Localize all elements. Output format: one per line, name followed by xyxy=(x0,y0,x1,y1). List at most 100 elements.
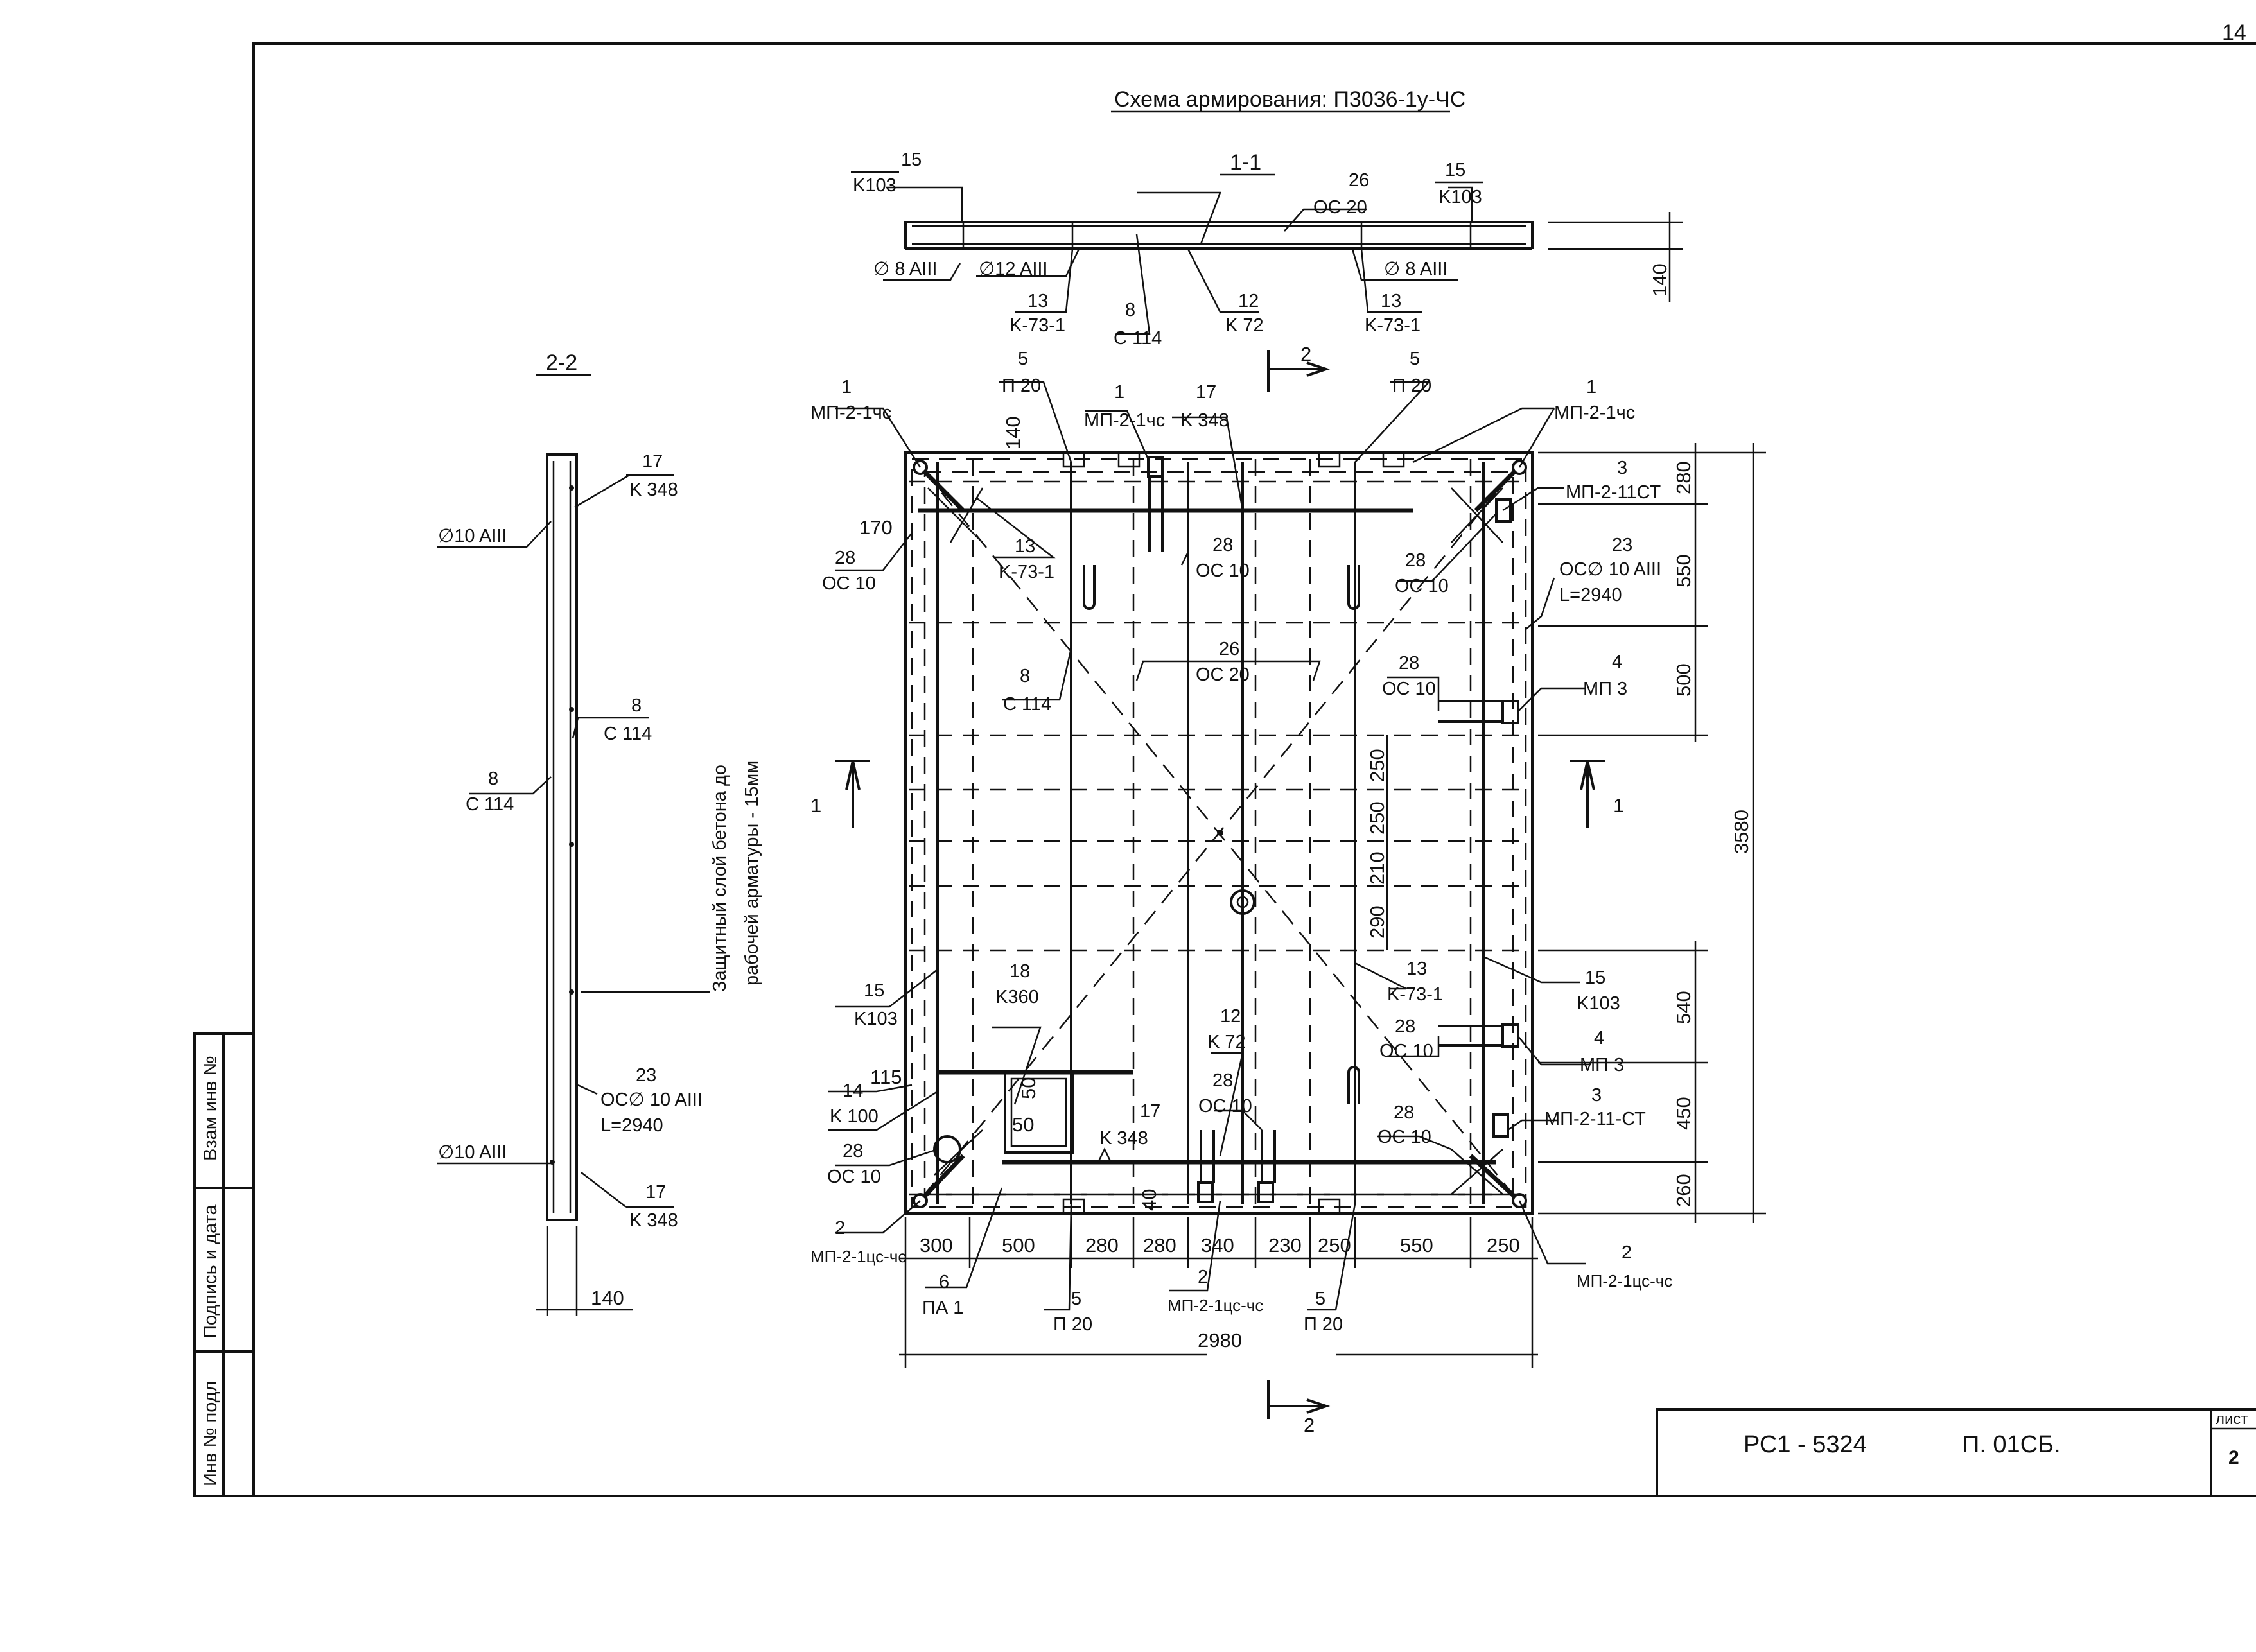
plan-dim-bottom-6: 250 xyxy=(1318,1234,1351,1256)
c-k103-l-name: K103 xyxy=(854,1009,898,1029)
c-mp211st-t-name: МП-2-11СТ xyxy=(1566,482,1661,503)
s22-note-line1: Защитный слой бетона до xyxy=(710,765,730,992)
plan-dim-bottom-4: 340 xyxy=(1201,1234,1234,1256)
plan-dim-bottom-1: 500 xyxy=(1002,1234,1035,1256)
c-k360-name: K360 xyxy=(995,987,1039,1007)
section-1-1-label: 1-1 xyxy=(1230,150,1261,175)
stamp-podpis: Подпись и дата xyxy=(200,1204,221,1339)
s22-c114-right-pos: 8 xyxy=(631,695,642,716)
s11-d12: ∅12 AIII xyxy=(979,259,1048,279)
c-k103-r-name: K103 xyxy=(1577,993,1620,1014)
c-oc10-r2-pos: 28 xyxy=(1399,653,1419,674)
c-mp211st-b-name: МП-2-11-СТ xyxy=(1544,1109,1646,1129)
c-p20-bl-name: П 20 xyxy=(1053,1314,1092,1335)
s11-k731-right-name: K-73-1 xyxy=(1365,315,1421,336)
c-oc10-r4-name: OC 10 xyxy=(1377,1127,1431,1147)
section-2-2-slab xyxy=(546,453,578,1221)
s11-oc20-name: OC 20 xyxy=(1313,197,1367,218)
s22-width: 140 xyxy=(591,1287,624,1309)
doc-sheet-code: П. 01СБ. xyxy=(1962,1431,2061,1458)
s11-d8-right: ∅ 8 AIII xyxy=(1384,259,1447,279)
s22-c114-left-pos: 8 xyxy=(488,769,498,789)
c-p20-tr-pos: 5 xyxy=(1410,349,1420,369)
stamp-inv-podl: Инв № подл xyxy=(200,1380,221,1486)
c-oc23-pos: 23 xyxy=(1612,535,1632,555)
c-oc10-l1-name: OC 10 xyxy=(822,573,876,594)
plan-dim-inner-0: 250 xyxy=(1366,749,1388,782)
c-dim-50b: 50 xyxy=(1012,1113,1034,1136)
c-mp211st-t-pos: 3 xyxy=(1617,458,1627,478)
c-k348-t-pos: 17 xyxy=(1196,382,1216,403)
c-mp21chs-t-name: МП-2-1чс xyxy=(1084,410,1165,431)
s11-k103-right-name: K103 xyxy=(1438,187,1482,207)
c-dim-170: 170 xyxy=(859,516,893,539)
c-oc10-r1-pos: 28 xyxy=(1405,550,1426,571)
list-label: лист xyxy=(2216,1411,2248,1428)
c-mp21chs-tr-pos: 1 xyxy=(1586,377,1596,397)
c-mp3-t-name: МП 3 xyxy=(1583,679,1627,699)
section-2-2: 2-2 140 17 K 348 ∅10 AIII 8 C 114 8 C 11… xyxy=(437,351,762,1316)
c-oc10-c1-name: OC 10 xyxy=(1196,561,1250,581)
s22-oc23-name: OC∅ 10 AIII xyxy=(600,1090,703,1110)
s11-k103-left-name: K103 xyxy=(853,175,896,196)
s22-k348-bottom-pos: 17 xyxy=(645,1182,666,1203)
plan-dim-bottom-8: 250 xyxy=(1487,1234,1520,1256)
c-k103-l-pos: 15 xyxy=(864,980,884,1001)
c-mp211st-b-pos: 3 xyxy=(1591,1085,1602,1106)
plan-cut-1-left: 1 xyxy=(810,794,821,817)
section-2-2-label: 2-2 xyxy=(546,351,577,375)
c-k360-pos: 18 xyxy=(1010,961,1030,982)
c-mp21chs-tr-name: МП-2-1чс xyxy=(1554,403,1635,423)
plan-dim-inner-2: 210 xyxy=(1366,851,1388,885)
c-k348-b-name: K 348 xyxy=(1099,1128,1148,1149)
s11-thickness: 140 xyxy=(1648,263,1671,297)
c-pa1-pos: 6 xyxy=(939,1272,949,1292)
c-mp3-b-name: МП 3 xyxy=(1580,1055,1624,1075)
c-oc10-r1-name: OC 10 xyxy=(1395,576,1449,596)
drawing-title: Схема армирования: П3036-1у-ЧС xyxy=(1114,87,1465,112)
s22-oc23-pos: 23 xyxy=(636,1065,656,1086)
c-dim-40: 40 xyxy=(1138,1189,1160,1211)
c-oc10-r3-pos: 28 xyxy=(1395,1016,1415,1037)
c-p20-tl-pos: 5 xyxy=(1018,349,1028,369)
c-mp21uchs-c-name: МП-2-1цс-чс xyxy=(1167,1296,1263,1315)
c-oc10-r2-name: OC 10 xyxy=(1382,679,1436,699)
section-1-1: 1-1 140 15 K103 15 K103 26 xyxy=(851,150,1683,349)
c-k348-b-pos: 17 xyxy=(1140,1101,1160,1122)
c-pa1-name: ПА 1 xyxy=(922,1298,963,1318)
plan-dim-bottom-7: 550 xyxy=(1400,1234,1433,1256)
s11-oc20-pos: 26 xyxy=(1349,170,1369,191)
c-mp21uchs-r-pos: 2 xyxy=(1622,1242,1632,1263)
s22-k348-top-pos: 17 xyxy=(642,451,663,472)
c-c114-pos: 8 xyxy=(1020,666,1030,686)
c-k72-pos: 12 xyxy=(1220,1006,1241,1027)
s11-k103-left-pos: 15 xyxy=(901,150,922,170)
c-k103-r-pos: 15 xyxy=(1585,968,1605,988)
c-oc10-r4-pos: 28 xyxy=(1394,1102,1414,1123)
c-dim-140-top: 140 xyxy=(1002,416,1024,449)
plan-cut-1-right: 1 xyxy=(1613,794,1624,817)
c-mp21chs-t-pos: 1 xyxy=(1114,382,1124,403)
s22-k348-bottom-name: K 348 xyxy=(629,1210,678,1231)
plan-dim-right-4: 450 xyxy=(1672,1097,1695,1130)
c-mp21chs-tl-pos: 1 xyxy=(841,377,852,397)
plan-cut-2-bottom: 2 xyxy=(1304,1414,1315,1436)
c-p20-tl-name: П 20 xyxy=(1002,376,1041,396)
sheet-frame xyxy=(252,42,2256,1497)
c-mp21uchs-l-name: МП-2-1цс-чс xyxy=(810,1247,906,1266)
s11-k103-right-pos: 15 xyxy=(1445,160,1465,180)
s11-k72-pos: 12 xyxy=(1238,291,1259,311)
s22-d10-top: ∅10 AIII xyxy=(438,526,507,546)
s22-c114-left-name: C 114 xyxy=(466,794,514,815)
s22-note-line2: рабочей арматуры - 15мм xyxy=(742,761,762,986)
s22-d10-bottom: ∅10 AIII xyxy=(438,1142,507,1163)
c-oc10-l2-pos: 28 xyxy=(843,1141,863,1161)
plan-overall-width: 2980 xyxy=(1198,1329,1242,1352)
plan-dim-inner-3: 290 xyxy=(1366,905,1388,939)
doc-code: РС1 - 5324 xyxy=(1744,1431,1867,1458)
c-dim-50a: 50 xyxy=(1017,1077,1040,1099)
plan-dim-bottom-0: 300 xyxy=(920,1234,953,1256)
c-mp3-b-pos: 4 xyxy=(1594,1028,1604,1048)
s22-k348-top-name: K 348 xyxy=(629,480,678,500)
c-p20-br-pos: 5 xyxy=(1315,1289,1325,1309)
